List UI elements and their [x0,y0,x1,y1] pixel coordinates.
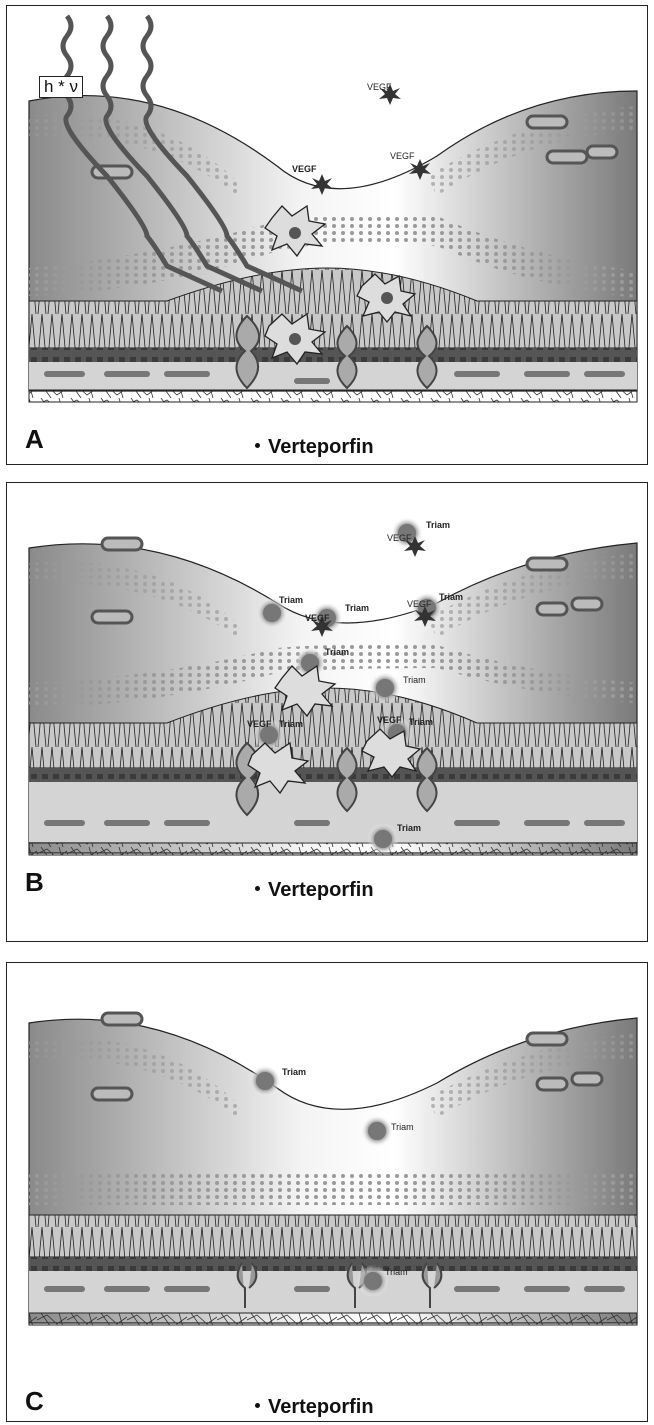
triam-label: Triam [391,1122,414,1132]
triam-label: Triam [409,717,433,727]
verteporfin-dot-icon [255,1403,260,1408]
rpe-layer [29,1257,637,1271]
legend-verteporfin: Verteporfin [255,879,374,902]
verteporfin-dot-icon [255,443,260,448]
rpe-layer [29,768,637,782]
triam-label: Triam [282,1067,306,1077]
triam-label: Triam [439,592,463,602]
panel-letter-b: B [25,867,44,898]
legend-label: Verteporfin [268,1396,374,1418]
vegf-label: VEGF [247,719,272,729]
triam-label: Triam [397,823,421,833]
triam-label: Triam [279,595,303,605]
legend-verteporfin: Verteporfin [255,436,374,459]
triam-label: Triam [403,675,426,685]
vegf-label: VEGF [367,82,392,92]
panel-a: VEGF VEGF VEGF h * ν A Verteporfin [6,5,648,465]
triam-label: Triam [279,719,303,729]
verteporfin-dot-icon [255,886,260,891]
triam-label: Triam [325,647,349,657]
legend-label: Verteporfin [268,436,374,458]
vegf-label: VEGF [387,533,412,543]
legend-verteporfin: Verteporfin [255,1396,374,1419]
vegf-label: VEGF [390,151,415,161]
vegf-label: VEGF [377,715,402,725]
retina-diagram-a: VEGF VEGF VEGF [7,6,647,406]
triam-label: Triam [345,603,369,613]
bruchs-membrane [29,390,637,402]
triam-label: Triam [426,520,450,530]
panel-letter-a: A [25,424,44,455]
legend-label: Verteporfin [268,879,374,901]
vegf-label: VEGF [292,164,317,174]
retina-diagram-c: Triam Triam Triam [7,963,647,1363]
choroid-layer [29,782,637,842]
panel-letter-c: C [25,1386,44,1417]
panel-b: VEGF Triam Triam VEGF Triam VEGF Triam T… [6,482,648,942]
light-energy-label: h * ν [39,76,83,98]
vegf-label: VEGF [305,613,330,623]
bruchs-membrane [29,843,637,855]
photoreceptor-layer [29,1215,637,1257]
retina-diagram-b: VEGF Triam Triam VEGF Triam VEGF Triam T… [7,483,647,873]
panel-c: Triam Triam Triam C Verteporfin [6,962,648,1422]
rpe-layer [29,348,637,362]
triam-label: Triam [385,1267,408,1277]
vegf-label: VEGF [407,599,432,609]
outer-nuclear-layer [29,1173,637,1205]
bruchs-membrane [29,1313,637,1325]
